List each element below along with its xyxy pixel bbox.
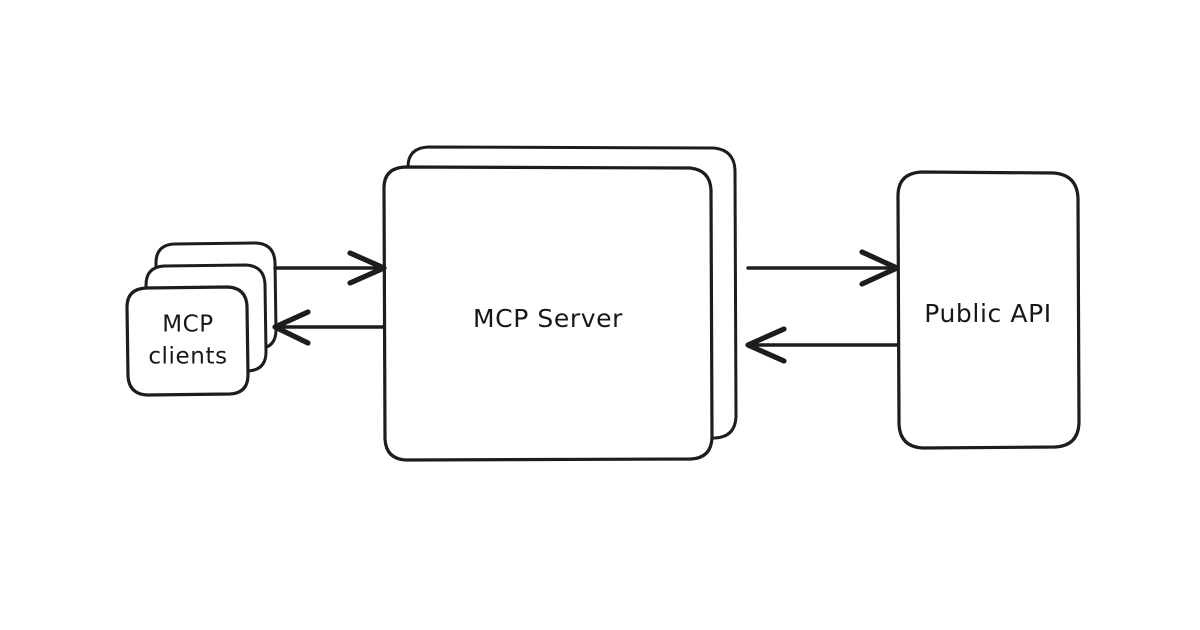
public-api-label: Public API [924,299,1051,328]
mcp-clients-label-line2: clients [148,344,227,370]
edge-server-to-api-arrowhead-icon [859,249,900,287]
mcp-server-card-front [382,165,714,462]
node-public-api[interactable]: Public API [896,170,1081,450]
edge-api-to-server[interactable] [745,326,899,364]
public-api-card [896,170,1081,450]
edge-server-to-clients-arrowhead-icon [272,309,311,346]
edge-server-to-api[interactable] [746,249,900,287]
mcp-server-label: MCP Server [473,304,623,333]
node-mcp-server[interactable]: MCP Server [382,145,738,462]
edge-api-to-server-arrowhead-icon [745,326,787,364]
mcp-clients-label-line1: MCP [162,312,214,338]
edge-clients-to-server[interactable] [273,250,387,286]
edge-clients-to-server-arrowhead-icon [347,250,387,286]
edge-server-to-clients[interactable] [272,309,386,346]
node-mcp-clients[interactable]: MCP clients [125,241,278,397]
mcp-clients-card-front [125,285,250,397]
